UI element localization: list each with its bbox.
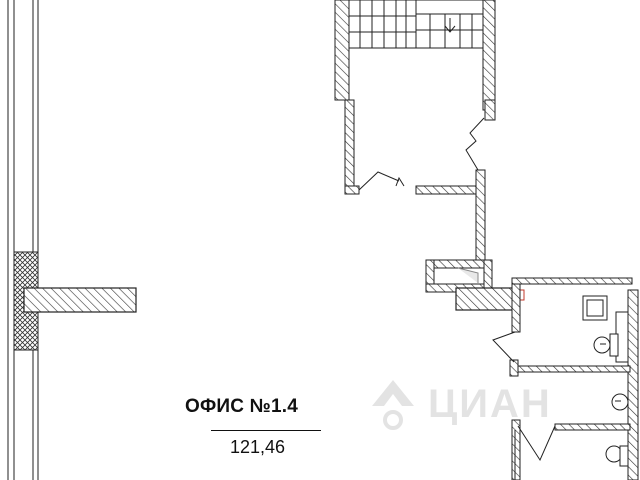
- watermark-logo-icon: [372, 380, 414, 430]
- watermark: ЦИАН: [368, 376, 598, 436]
- bathroom-fixtures: [582, 295, 629, 467]
- left-partition-wall: [23, 287, 137, 313]
- left-exterior-wall: [7, 0, 39, 480]
- stair-core: [334, 0, 496, 111]
- utility-room: [425, 259, 493, 293]
- corridor-walls: [344, 99, 496, 266]
- bathroom-doors: [492, 331, 556, 462]
- office-title: ОФИС №1.4: [185, 396, 299, 417]
- right-partition-wall: [455, 287, 519, 311]
- bathroom-block: [509, 277, 639, 480]
- office-area: 121,46: [230, 437, 286, 457]
- watermark-text: ЦИАН: [428, 382, 552, 426]
- office-title-rule: [211, 430, 321, 431]
- corridor-doors: [358, 117, 485, 191]
